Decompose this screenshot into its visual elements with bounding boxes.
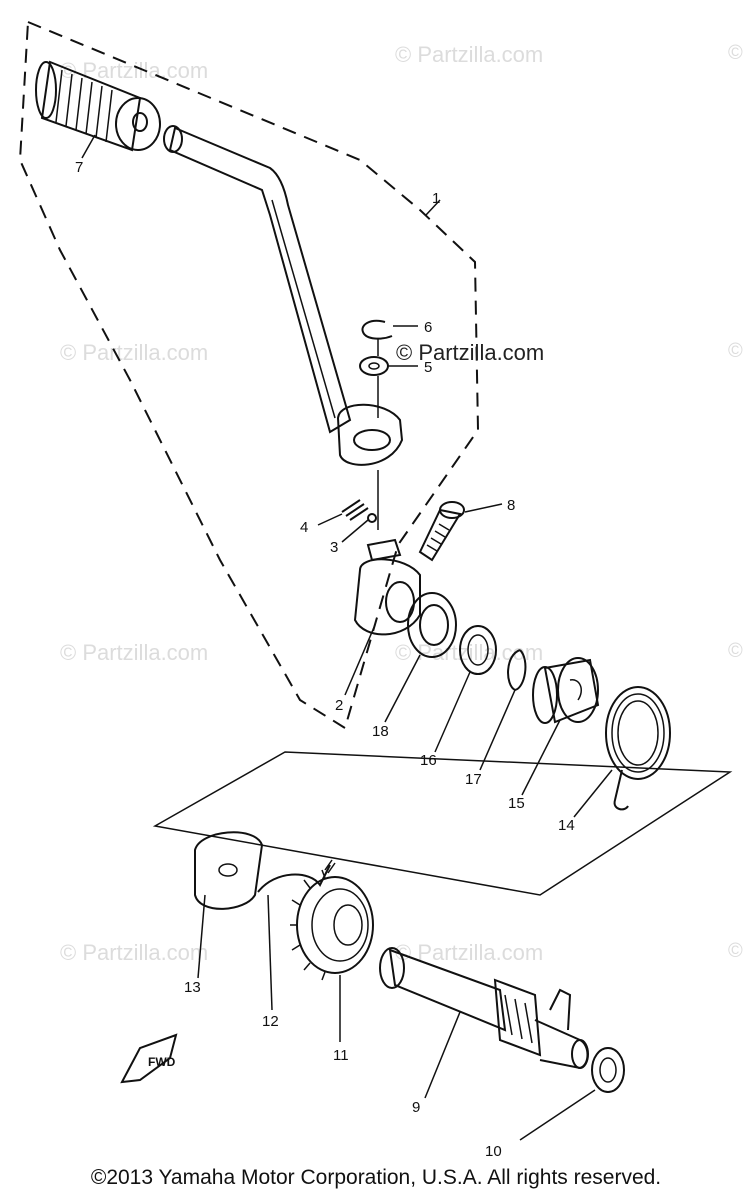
callout-13: 13 bbox=[184, 979, 201, 996]
kick-axle-9 bbox=[379, 947, 589, 1070]
callout-11: 11 bbox=[333, 1047, 349, 1064]
callout-8: 8 bbox=[507, 497, 515, 514]
kick-crank-arm bbox=[163, 125, 404, 466]
spring-guide-15 bbox=[532, 657, 600, 724]
callout-1: 1 bbox=[432, 190, 440, 207]
callout-16: 16 bbox=[420, 752, 437, 769]
watermark: © Partzilla.com bbox=[60, 340, 209, 365]
fwd-arrow-icon: FWD bbox=[120, 1033, 178, 1084]
callout-9: 9 bbox=[412, 1099, 420, 1116]
kick-grip-rubber bbox=[35, 60, 161, 152]
callout-10: 10 bbox=[485, 1143, 502, 1160]
watermark: © Partzilla.com bbox=[60, 940, 209, 965]
callout-2: 2 bbox=[335, 697, 343, 714]
watermark: © Partzilla.com bbox=[60, 640, 209, 665]
watermark-edge: © bbox=[728, 640, 743, 662]
watermark-edge: © bbox=[728, 42, 743, 64]
fwd-label: FWD bbox=[148, 1055, 176, 1069]
callout-15: 15 bbox=[508, 795, 525, 812]
leader-lines bbox=[81, 134, 613, 1141]
assembly-boundary bbox=[18, 20, 480, 730]
washer-5 bbox=[359, 356, 389, 376]
kick-boss-2 bbox=[353, 538, 421, 636]
watermark: © Partzilla.com bbox=[395, 42, 544, 67]
spring-4 bbox=[341, 499, 369, 521]
callout-7: 7 bbox=[75, 159, 83, 176]
washer-16 bbox=[459, 625, 497, 675]
callout-4: 4 bbox=[300, 519, 308, 536]
callout-6: 6 bbox=[424, 319, 432, 336]
callout-17: 17 bbox=[465, 771, 482, 788]
ball-3 bbox=[367, 513, 377, 523]
circlip-17 bbox=[507, 649, 527, 692]
watermark-main: © Partzilla.com bbox=[396, 340, 545, 365]
kick-gear-11 bbox=[290, 869, 374, 981]
clip-12 bbox=[257, 864, 331, 893]
watermark-edge: © bbox=[728, 340, 743, 362]
washer-10 bbox=[591, 1047, 625, 1093]
circlip-6 bbox=[361, 319, 393, 340]
base-plane bbox=[152, 751, 733, 896]
callout-14: 14 bbox=[558, 817, 575, 834]
callout-12: 12 bbox=[262, 1013, 279, 1030]
bolt-8 bbox=[418, 501, 465, 562]
bearing-18 bbox=[407, 592, 457, 658]
callout-18: 18 bbox=[372, 723, 389, 740]
torsion-spring-14 bbox=[605, 686, 671, 811]
watermark-edge: © bbox=[728, 940, 743, 962]
copyright-notice: ©2013 Yamaha Motor Corporation, U.S.A. A… bbox=[90, 1166, 662, 1189]
callout-3: 3 bbox=[330, 539, 338, 556]
callout-5: 5 bbox=[424, 359, 432, 376]
watermark: © Partzilla.com bbox=[60, 58, 209, 83]
